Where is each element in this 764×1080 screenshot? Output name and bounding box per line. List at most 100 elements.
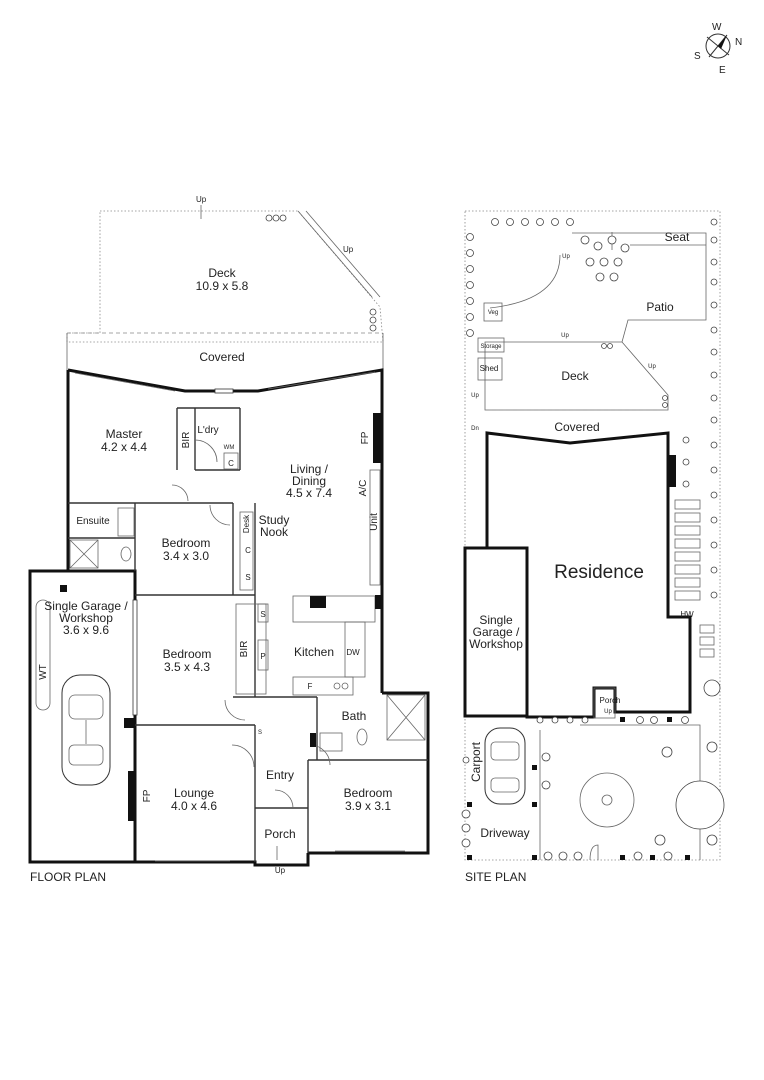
site-garage-line2: Garage / bbox=[473, 625, 520, 639]
site-deck-label: Deck bbox=[561, 369, 589, 383]
fp-lounge-label: FP bbox=[142, 789, 153, 802]
ensuite-shower bbox=[69, 539, 99, 569]
deck-planters bbox=[265, 214, 377, 332]
site-dn: Dn bbox=[471, 426, 479, 432]
compass-e: E bbox=[719, 65, 726, 76]
covered-label: Covered bbox=[199, 350, 244, 364]
floor-plan: Up Up Deck 10.9 x 5.8 Covered bbox=[28, 195, 430, 884]
site-garage-line3: Workshop bbox=[469, 637, 523, 651]
compass-icon: W N S E bbox=[694, 22, 742, 76]
carport-label: Carport bbox=[469, 741, 483, 782]
paving bbox=[674, 499, 715, 658]
site-boundary bbox=[464, 210, 721, 861]
master-name: Master bbox=[106, 427, 143, 441]
interior-walls bbox=[68, 407, 428, 862]
bath-tub bbox=[386, 694, 426, 741]
bedroom3-name: Bedroom bbox=[344, 786, 393, 800]
laundry-label: L'dry bbox=[197, 425, 218, 436]
s3-label: S bbox=[258, 730, 262, 736]
bedroom2-size: 3.5 x 4.3 bbox=[164, 660, 210, 674]
garage-side-opening bbox=[132, 599, 138, 716]
living-size: 4.5 x 7.4 bbox=[286, 486, 332, 500]
residence-label: Residence bbox=[554, 562, 644, 583]
site-plan-caption: SITE PLAN bbox=[465, 870, 526, 884]
deck-stair-up-label: Up bbox=[343, 245, 354, 254]
porch-label: Porch bbox=[264, 827, 295, 841]
ensuite-label: Ensuite bbox=[76, 516, 110, 527]
bedroom2-name: Bedroom bbox=[163, 647, 212, 661]
kitchen-lower-bench bbox=[292, 676, 354, 696]
wm-label: WM bbox=[224, 445, 235, 451]
deck-outline bbox=[66, 210, 384, 343]
s1-label: S bbox=[245, 573, 250, 582]
garage-line2: Workshop bbox=[59, 611, 113, 625]
study-line1: Study bbox=[259, 513, 290, 527]
site-plan: Seat Patio Veg Storage Shed Deck Covered… bbox=[461, 210, 725, 884]
wt-label: WT bbox=[38, 664, 49, 680]
deck-up-label: Up bbox=[196, 195, 207, 204]
desk-label: Desk bbox=[242, 514, 251, 533]
ac-unit bbox=[369, 469, 381, 586]
porch-up-label: Up bbox=[275, 866, 286, 875]
patio-label: Patio bbox=[646, 300, 674, 314]
bedroom3-size: 3.9 x 3.1 bbox=[345, 799, 391, 813]
site-porch-label: Porch bbox=[600, 696, 621, 705]
garage-size: 3.6 x 9.6 bbox=[63, 623, 109, 637]
trees bbox=[461, 218, 725, 861]
lounge-name: Lounge bbox=[174, 786, 214, 800]
garage-line1: Single Garage / bbox=[44, 599, 128, 613]
deck-name: Deck bbox=[208, 266, 236, 280]
deck-stairs bbox=[297, 210, 381, 298]
entry-label: Entry bbox=[266, 768, 294, 782]
residence-outline bbox=[485, 431, 692, 719]
fp-living-label: FP bbox=[360, 431, 371, 444]
storage bbox=[477, 337, 505, 353]
ac-label: A/C bbox=[358, 480, 369, 497]
bir-master-label: BIR bbox=[181, 432, 192, 449]
site-porch-up: Up bbox=[604, 709, 612, 715]
bedroom1-size: 3.4 x 3.0 bbox=[163, 549, 209, 563]
compass-w: W bbox=[712, 22, 722, 33]
shed-label: Shed bbox=[480, 364, 499, 373]
p-label: P bbox=[260, 652, 265, 661]
windows bbox=[74, 371, 405, 862]
master-size: 4.2 x 4.4 bbox=[101, 440, 147, 454]
c1-label: C bbox=[228, 459, 234, 468]
fixtures bbox=[35, 413, 426, 821]
floor-plan-caption: FLOOR PLAN bbox=[30, 870, 106, 884]
car-icon bbox=[61, 674, 111, 786]
f-label: F bbox=[308, 682, 313, 691]
fireplace-living bbox=[373, 413, 381, 463]
fireplace-lounge bbox=[128, 771, 136, 821]
c2-label: C bbox=[245, 546, 251, 555]
water-tank bbox=[35, 599, 51, 711]
dw-label: DW bbox=[346, 648, 360, 657]
carport-car-icon bbox=[484, 727, 526, 805]
bath-label: Bath bbox=[342, 709, 367, 723]
site-garage-line1: Single bbox=[479, 613, 513, 627]
veg-label: Veg bbox=[488, 310, 498, 316]
study-line2: Nook bbox=[260, 525, 289, 539]
compass-s: S bbox=[694, 51, 701, 62]
bedroom1-name: Bedroom bbox=[162, 536, 211, 550]
driveway-label: Driveway bbox=[480, 826, 529, 840]
ensuite-vanity bbox=[117, 507, 135, 537]
site-up-b: Up bbox=[561, 333, 569, 339]
unit-label: Unit bbox=[369, 513, 380, 531]
posts bbox=[467, 717, 690, 860]
site-garage bbox=[463, 546, 529, 718]
living-name-1: Living / bbox=[290, 462, 329, 476]
deck-size: 10.9 x 5.8 bbox=[196, 279, 249, 293]
site-up-d: Up bbox=[471, 393, 479, 399]
shed bbox=[477, 357, 503, 381]
site-deck-outline bbox=[484, 341, 669, 411]
kitchen-island bbox=[344, 621, 366, 678]
living-name-2: Dining bbox=[292, 474, 326, 488]
site-up-a: Up bbox=[562, 254, 570, 260]
hw-label: HW bbox=[680, 610, 694, 619]
compass-n: N bbox=[735, 37, 742, 48]
bir-bedroom2 bbox=[235, 603, 267, 695]
site-up-c: Up bbox=[648, 364, 656, 370]
kitchen-bench bbox=[292, 595, 376, 623]
